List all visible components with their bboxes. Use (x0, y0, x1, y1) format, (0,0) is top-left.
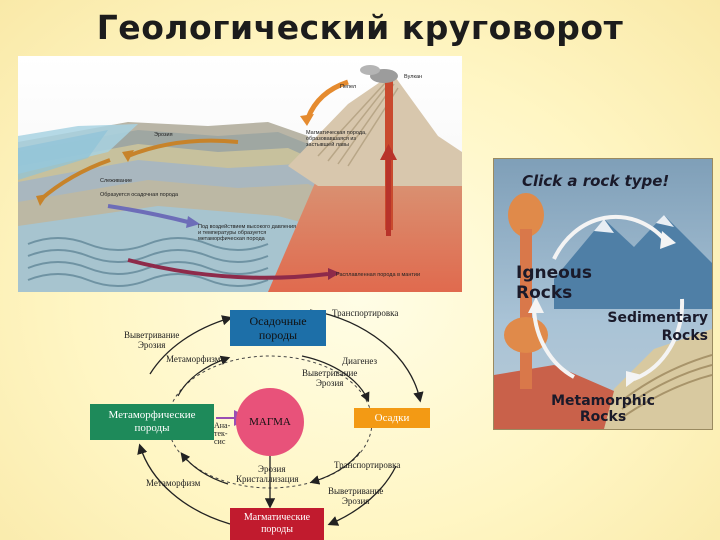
label-erosion-center: Эрозия (258, 464, 286, 474)
label-volcano: Вулкан (404, 74, 423, 80)
sediment-box: Осадки (354, 408, 430, 428)
label-crystallization: Кристаллизация (236, 474, 299, 484)
label-erosion: Эрозия (154, 132, 173, 138)
rock-type-art (494, 159, 712, 429)
label-metamorphism-2: Метаморфизм (146, 478, 201, 488)
label-transport-bottom: Транспортировка (334, 460, 401, 470)
label-ash: Пепел (340, 84, 357, 90)
label-sedimentary-forms: Образуется осадочная порода (100, 192, 179, 198)
cross-section-illustration: Вулкан Пепел Эрозия Магматическая порода… (18, 56, 462, 292)
label-molten-rock: Расплавленная порода в мантии (336, 272, 421, 278)
cross-section-art (18, 56, 462, 292)
label-compaction: Слеживание (100, 178, 133, 184)
label-metamorphism-1: Метаморфизм (166, 354, 221, 364)
page-title: Геологический круговорот (96, 8, 624, 47)
label-anatexis: Ана-тек-сис (214, 421, 231, 446)
click-rock-prompt: Click a rock type! (522, 172, 670, 190)
label-transport-top: Транспортировка (332, 308, 399, 318)
label-metamorphic-note: Магматическая порода, образовавшаяся из … (306, 130, 367, 148)
label-pressure-note: Под воздействием высокого давления и тем… (198, 224, 297, 242)
magma-circle: МАГМА (236, 388, 304, 456)
label-diagenesis: Диагенез (342, 356, 377, 366)
